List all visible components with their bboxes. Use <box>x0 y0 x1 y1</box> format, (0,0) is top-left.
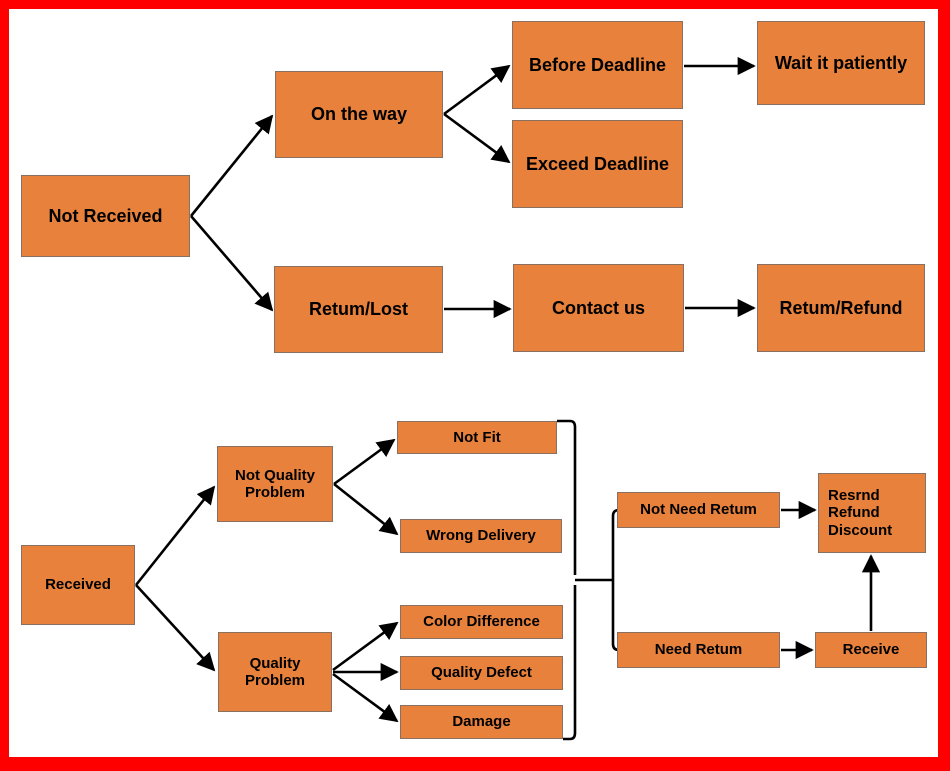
edge-on-the-way-to-exceed-deadline <box>443 112 511 164</box>
node-quality-defect[interactable]: Quality Defect <box>400 656 563 690</box>
node-quality-problem[interactable]: Quality Problem <box>218 632 332 712</box>
bracket-reasons <box>557 419 577 741</box>
node-receive[interactable]: Receive <box>815 632 927 668</box>
edge-not-received-to-on-the-way <box>189 114 274 217</box>
node-not-quality-problem[interactable]: Not Quality Problem <box>217 446 333 522</box>
node-on-the-way[interactable]: On the way <box>275 71 443 158</box>
node-damage[interactable]: Damage <box>400 705 563 739</box>
node-wait-it-patiently[interactable]: Wait it patiently <box>757 21 925 105</box>
node-not-need-retum[interactable]: Not Need Retum <box>617 492 780 528</box>
edge-quality-to-damage <box>332 672 399 723</box>
node-need-retum[interactable]: Need Retum <box>617 632 780 668</box>
edge-quality-to-color-difference <box>332 621 399 672</box>
node-color-difference[interactable]: Color Difference <box>400 605 563 639</box>
edge-not-quality-to-not-fit <box>333 438 396 486</box>
node-contact-us[interactable]: Contact us <box>513 264 684 352</box>
edge-on-the-way-to-before-deadline <box>443 64 511 116</box>
node-exceed-deadline[interactable]: Exceed Deadline <box>512 120 683 208</box>
edge-not-received-to-retum-lost <box>190 215 274 312</box>
node-not-received[interactable]: Not Received <box>21 175 190 257</box>
bracket-split <box>611 508 620 652</box>
edge-received-to-quality-problem <box>135 584 216 672</box>
frame-border-bottom <box>0 757 950 771</box>
edge-not-quality-to-wrong-delivery <box>333 482 399 536</box>
node-retum-refund[interactable]: Retum/Refund <box>757 264 925 352</box>
frame-border-right <box>938 0 950 771</box>
node-not-fit[interactable]: Not Fit <box>397 421 557 454</box>
node-received[interactable]: Received <box>21 545 135 625</box>
edge-received-to-not-quality-problem <box>134 485 216 586</box>
node-retum-lost[interactable]: Retum/Lost <box>274 266 443 353</box>
frame-border-top <box>0 0 950 9</box>
frame-border-left <box>0 0 9 771</box>
node-before-deadline[interactable]: Before Deadline <box>512 21 683 109</box>
node-wrong-delivery[interactable]: Wrong Delivery <box>400 519 562 553</box>
node-resrnd-refund-discount[interactable]: Resrnd Refund Discount <box>818 473 926 553</box>
